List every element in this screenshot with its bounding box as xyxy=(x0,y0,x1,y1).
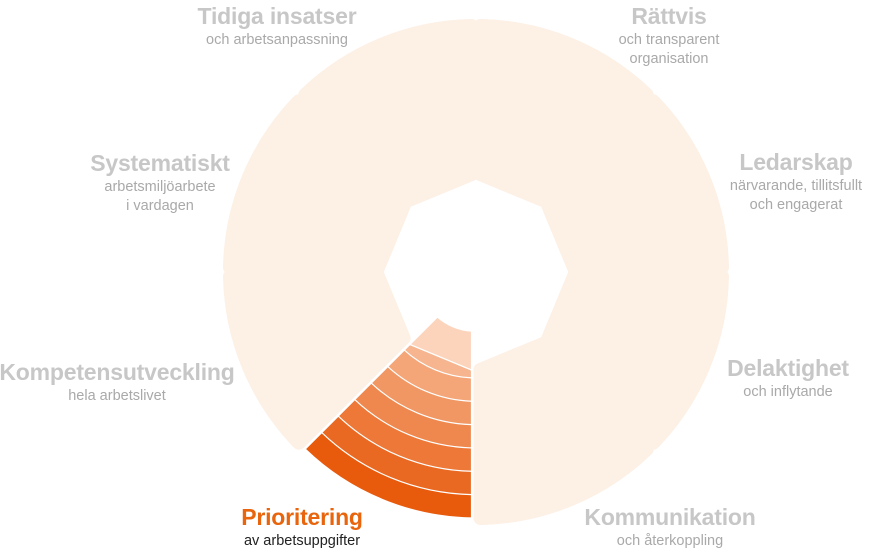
segment-tidiga-insatser[interactable] xyxy=(298,19,479,207)
label-kommunikation[interactable]: Kommunikation och återkoppling xyxy=(510,504,830,551)
label-kompetensutveckling[interactable]: Kompetensutveckling hela arbetslivet xyxy=(0,359,277,406)
segment-rattvis-shape xyxy=(473,19,654,207)
label-ledarskap-subtitle: närvarande, tillitsfullt xyxy=(729,177,863,194)
label-ledarskap-subtitle: och engagerat xyxy=(749,196,843,213)
segment-prioritering-ring-4 xyxy=(387,343,473,402)
label-prioritering[interactable]: Prioritering av arbetsuppgifter xyxy=(142,504,462,551)
label-delaktighet-subtitle: och inflytande xyxy=(743,383,833,400)
label-ledarskap[interactable]: Ledarskap närvarande, tillitsfullt och eng… xyxy=(636,149,875,215)
segment-ledarskap-shape xyxy=(541,94,729,275)
label-delaktighet-title: Delaktighet xyxy=(727,355,849,381)
segment-rattvis[interactable] xyxy=(473,19,654,207)
label-kommunikation-title: Kommunikation xyxy=(584,504,756,530)
label-tidiga-insatser-subtitle: och arbetsanpassning xyxy=(206,31,348,48)
segment-tidiga-insatser-shape xyxy=(298,19,479,207)
segment-kompetensutveckling-shape xyxy=(223,269,411,450)
label-rattvis[interactable]: Rättvis och transparent organisation xyxy=(509,3,829,69)
label-rattvis-subtitle: och transparent xyxy=(618,31,720,48)
label-systematiskt-title: Systematiskt xyxy=(90,150,230,176)
label-delaktighet[interactable]: Delaktighet och inflytande xyxy=(628,355,875,402)
label-prioritering-subtitle: av arbetsuppgifter xyxy=(243,532,361,549)
segment-systematiskt-shape xyxy=(223,94,411,275)
segment-ledarskap[interactable] xyxy=(541,94,729,275)
label-tidiga-insatser-title: Tidiga insatser xyxy=(197,3,357,29)
segment-prioritering-ring-1 xyxy=(409,316,473,371)
label-kompetensutveckling-subtitle: hela arbetslivet xyxy=(68,387,166,404)
label-systematiskt[interactable]: Systematiskt arbetsmiljöarbete i vardagen xyxy=(0,150,320,216)
label-kompetensutveckling-title: Kompetensutveckling xyxy=(0,359,235,385)
segment-delaktighet[interactable] xyxy=(541,269,729,450)
segment-delaktighet-shape xyxy=(541,269,729,450)
label-tidiga-insatser[interactable]: Tidiga insatser och arbetsanpassning xyxy=(117,3,437,50)
label-rattvis-title: Rättvis xyxy=(631,3,707,29)
label-systematiskt-subtitle: i vardagen xyxy=(126,197,194,214)
label-systematiskt-subtitle: arbetsmiljöarbete xyxy=(104,178,216,195)
label-ledarskap-title: Ledarskap xyxy=(739,149,853,175)
segment-kommunikation-shape xyxy=(473,337,654,525)
segment-kompetensutveckling[interactable] xyxy=(223,269,411,450)
label-rattvis-subtitle: organisation xyxy=(629,50,709,67)
segment-prioritering-ring-3 xyxy=(403,343,473,379)
label-kommunikation-subtitle: och återkoppling xyxy=(616,532,724,549)
segment-systematiskt[interactable] xyxy=(223,94,411,275)
segment-kommunikation[interactable] xyxy=(473,337,654,525)
segment-prioritering[interactable] xyxy=(304,316,473,519)
label-prioritering-title: Prioritering xyxy=(241,504,363,530)
